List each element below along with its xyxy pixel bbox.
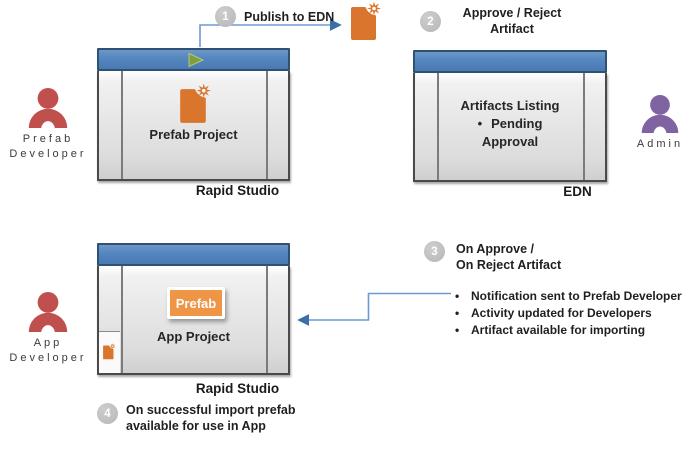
- bullet-glyph: •: [477, 116, 483, 131]
- person-icon: [641, 95, 679, 133]
- list-item: • Activity updated for Developers: [455, 305, 691, 322]
- person-icon: [28, 88, 68, 128]
- window-titlebar: [97, 243, 290, 266]
- connector-publish-arrow: [199, 19, 342, 47]
- edn-content: Artifacts Listing • Pending Approval: [415, 97, 605, 151]
- person-icon: [28, 292, 68, 332]
- note-text: Notification sent to Prefab Developer: [471, 289, 682, 303]
- play-icon: [188, 53, 204, 67]
- column-divider: [121, 71, 123, 179]
- step-2-line1: Approve / Reject: [462, 6, 562, 20]
- connector-approve-arrow: [297, 292, 451, 326]
- actor-prefab-developer: Prefab Developer: [0, 88, 96, 162]
- list-item: • Artifact available for importing: [455, 322, 691, 339]
- caption-edn: EDN: [563, 184, 592, 199]
- step-3-label: On Approve / On Reject Artifact: [456, 241, 561, 273]
- step-2-label: Approve / Reject Artifact: [448, 5, 576, 37]
- approve-notes-list: • Notification sent to Prefab Developer …: [455, 288, 691, 339]
- column-divider: [121, 266, 123, 373]
- column-divider: [583, 73, 585, 180]
- step-2-line2: Artifact: [490, 22, 534, 36]
- actor-label: Admin: [636, 138, 684, 150]
- step-3-line2: On Reject Artifact: [456, 258, 562, 272]
- window-titlebar: [97, 48, 290, 71]
- window-body: Artifacts Listing • Pending Approval: [413, 73, 607, 182]
- window-body: Prefab Project: [97, 71, 290, 181]
- import-panel: [99, 331, 120, 373]
- window-titlebar: [413, 50, 607, 73]
- caption-rapid-studio-2: Rapid Studio: [195, 381, 280, 396]
- step-3-badge: 3: [424, 241, 445, 262]
- actor-app-developer: App Developer: [0, 292, 96, 366]
- window-rapid-studio-app: Prefab App Project: [97, 243, 290, 375]
- note-text: Activity updated for Developers: [471, 306, 652, 320]
- list-item: • Notification sent to Prefab Developer: [455, 288, 691, 305]
- prefab-component-button: Prefab: [167, 287, 225, 319]
- step-1-label: Publish to EDN: [244, 10, 335, 24]
- window-rapid-studio-prefab: Prefab Project: [97, 48, 290, 181]
- step-2-badge: 2: [420, 11, 441, 32]
- actor-label: Developer: [9, 148, 87, 160]
- window-content-label: App Project: [157, 329, 230, 344]
- edn-item-line1: Pending: [491, 116, 543, 131]
- window-edn: Artifacts Listing • Pending Approval: [413, 50, 607, 182]
- bullet-glyph: •: [455, 323, 460, 337]
- edn-item-line2: Approval: [481, 134, 539, 149]
- edn-title: Artifacts Listing: [460, 98, 560, 113]
- step-3-line1: On Approve /: [456, 242, 535, 256]
- step-4-label: On successful import prefab available fo…: [126, 402, 295, 434]
- window-content-label: Prefab Project: [149, 127, 238, 142]
- step-4-line1: On successful import prefab: [126, 403, 296, 417]
- actor-label: Prefab: [22, 133, 74, 145]
- step-4-line2: available for use in App: [126, 419, 266, 433]
- actor-label: Developer: [9, 352, 87, 364]
- note-text: Artifact available for importing: [471, 323, 646, 337]
- actor-label: App: [33, 337, 63, 349]
- prefab-artifact-icon: [180, 84, 211, 123]
- edn-list-item: • Pending: [415, 115, 605, 133]
- caption-rapid-studio-1: Rapid Studio: [195, 183, 280, 198]
- step-4-badge: 4: [97, 403, 118, 424]
- bullet-glyph: •: [455, 306, 460, 320]
- bullet-glyph: •: [455, 289, 460, 303]
- column-divider: [266, 71, 268, 179]
- window-body: Prefab App Project: [97, 266, 290, 375]
- step-1-badge: 1: [215, 6, 236, 27]
- actor-admin: Admin: [612, 95, 700, 152]
- published-artifact-icon: [351, 2, 381, 40]
- column-divider: [266, 266, 268, 373]
- column-divider: [437, 73, 439, 180]
- imported-prefab-icon: [103, 343, 116, 360]
